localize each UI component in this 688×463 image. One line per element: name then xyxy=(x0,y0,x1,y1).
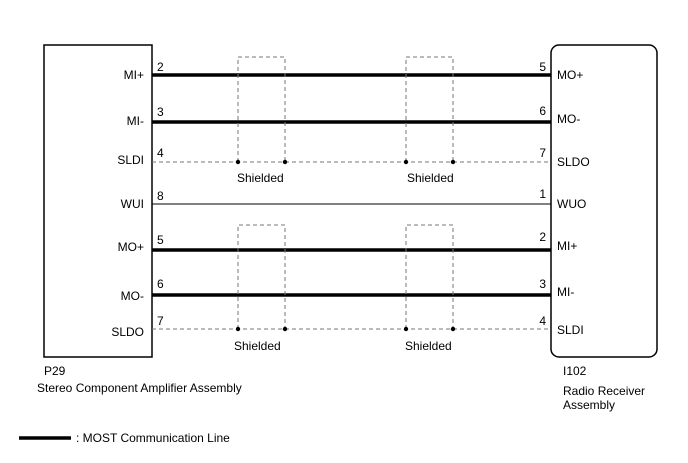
left-pin-label: SLDO xyxy=(111,325,144,339)
shield-label: Shielded xyxy=(234,339,281,353)
shield-label: Shielded xyxy=(405,339,452,353)
right-component-name: Assembly xyxy=(563,398,616,412)
left-component-name: Stereo Component Amplifier Assembly xyxy=(37,381,242,395)
left-pin-label: MO- xyxy=(120,289,144,303)
left-pin-number: 2 xyxy=(157,60,164,74)
right-pin-label: WUO xyxy=(557,197,587,211)
right-pin-label: SLDO xyxy=(557,155,590,169)
right-pin-number: 3 xyxy=(539,277,546,291)
left-pin-number: 6 xyxy=(157,277,164,291)
right-component-id: I102 xyxy=(563,364,587,378)
legend-label: : MOST Communication Line xyxy=(76,431,230,445)
shield-junction-dot xyxy=(282,326,288,332)
left-pin-number: 7 xyxy=(157,314,164,328)
shield-outline-bottom-2 xyxy=(405,224,454,329)
right-component-name: Radio Receiver xyxy=(563,384,646,398)
left-pin-label: MI+ xyxy=(123,68,144,82)
right-pin-label: MI+ xyxy=(557,239,578,253)
shield-outline-top-2 xyxy=(405,56,454,162)
left-pin-number: 4 xyxy=(157,146,164,160)
shield-junction-dot xyxy=(235,326,241,332)
left-pin-label: MO+ xyxy=(117,240,144,254)
shield-junction-dot xyxy=(403,159,409,165)
right-component-box xyxy=(550,44,658,358)
right-pin-number: 4 xyxy=(539,314,546,328)
right-pin-label: MI- xyxy=(557,285,575,299)
left-component-box xyxy=(43,44,153,358)
shield-junction-dot xyxy=(450,326,456,332)
right-pin-label: MO+ xyxy=(557,68,584,82)
right-pin-number: 5 xyxy=(539,60,546,74)
left-pin-number: 5 xyxy=(157,233,164,247)
left-component-id: P29 xyxy=(44,364,66,378)
right-pin-label: MO- xyxy=(557,112,581,126)
shield-label: Shielded xyxy=(407,171,454,185)
left-pin-label: MI- xyxy=(126,114,144,128)
shield-outline-top-1 xyxy=(237,56,286,162)
shield-junction-dot xyxy=(235,159,241,165)
shield-junction-dot xyxy=(403,326,409,332)
right-pin-number: 7 xyxy=(539,146,546,160)
right-pin-label: SLDI xyxy=(557,323,584,337)
shield-junction-dot xyxy=(282,159,288,165)
shield-label: Shielded xyxy=(237,171,284,185)
shield-outline-bottom-1 xyxy=(237,224,286,329)
left-pin-number: 8 xyxy=(157,189,164,203)
left-pin-label: SLDI xyxy=(117,153,144,167)
right-pin-number: 2 xyxy=(539,230,546,244)
left-pin-number: 3 xyxy=(157,105,164,119)
right-pin-number: 6 xyxy=(539,104,546,118)
right-pin-number: 1 xyxy=(539,187,546,201)
left-pin-label: WUI xyxy=(120,197,144,211)
shield-junction-dot xyxy=(450,159,456,165)
